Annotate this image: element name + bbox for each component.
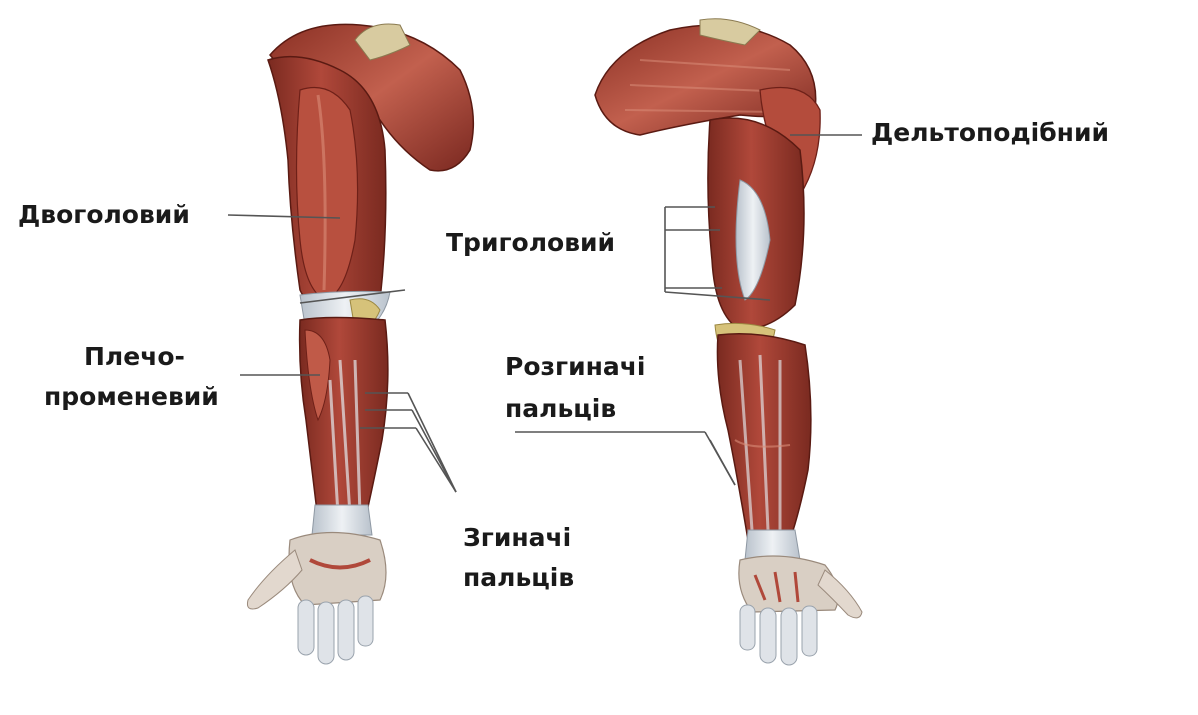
label-biceps-text: Двоголовий (18, 200, 190, 230)
label-brachioradialis: Плечо- (84, 342, 185, 372)
label-triceps-text: Триголовий (446, 228, 615, 258)
left-arm-anterior (247, 24, 473, 664)
label-finger-flexors-line2: пальців (463, 558, 574, 598)
biceps-muscle (297, 88, 358, 301)
label-biceps: Двоголовий (18, 200, 190, 230)
label-finger-extensors: Розгиначі пальців (505, 346, 645, 430)
label-triceps: Триголовий (446, 228, 615, 258)
label-finger-extensors-line1: Розгиначі (505, 346, 645, 388)
label-brachioradialis-line1: Плечо- (84, 342, 185, 372)
label-deltoid-text: Дельтоподібний (871, 118, 1109, 148)
label-finger-flexors-line1: Згиначі (463, 518, 574, 558)
label-finger-extensors-line2: пальців (505, 388, 645, 430)
label-deltoid: Дельтоподібний (871, 118, 1109, 148)
label-finger-flexors: Згиначі пальців (463, 518, 574, 598)
right-arm-posterior (595, 19, 862, 665)
label-brachioradialis-2: променевий (44, 382, 219, 412)
label-brachioradialis-line2: променевий (44, 382, 219, 412)
